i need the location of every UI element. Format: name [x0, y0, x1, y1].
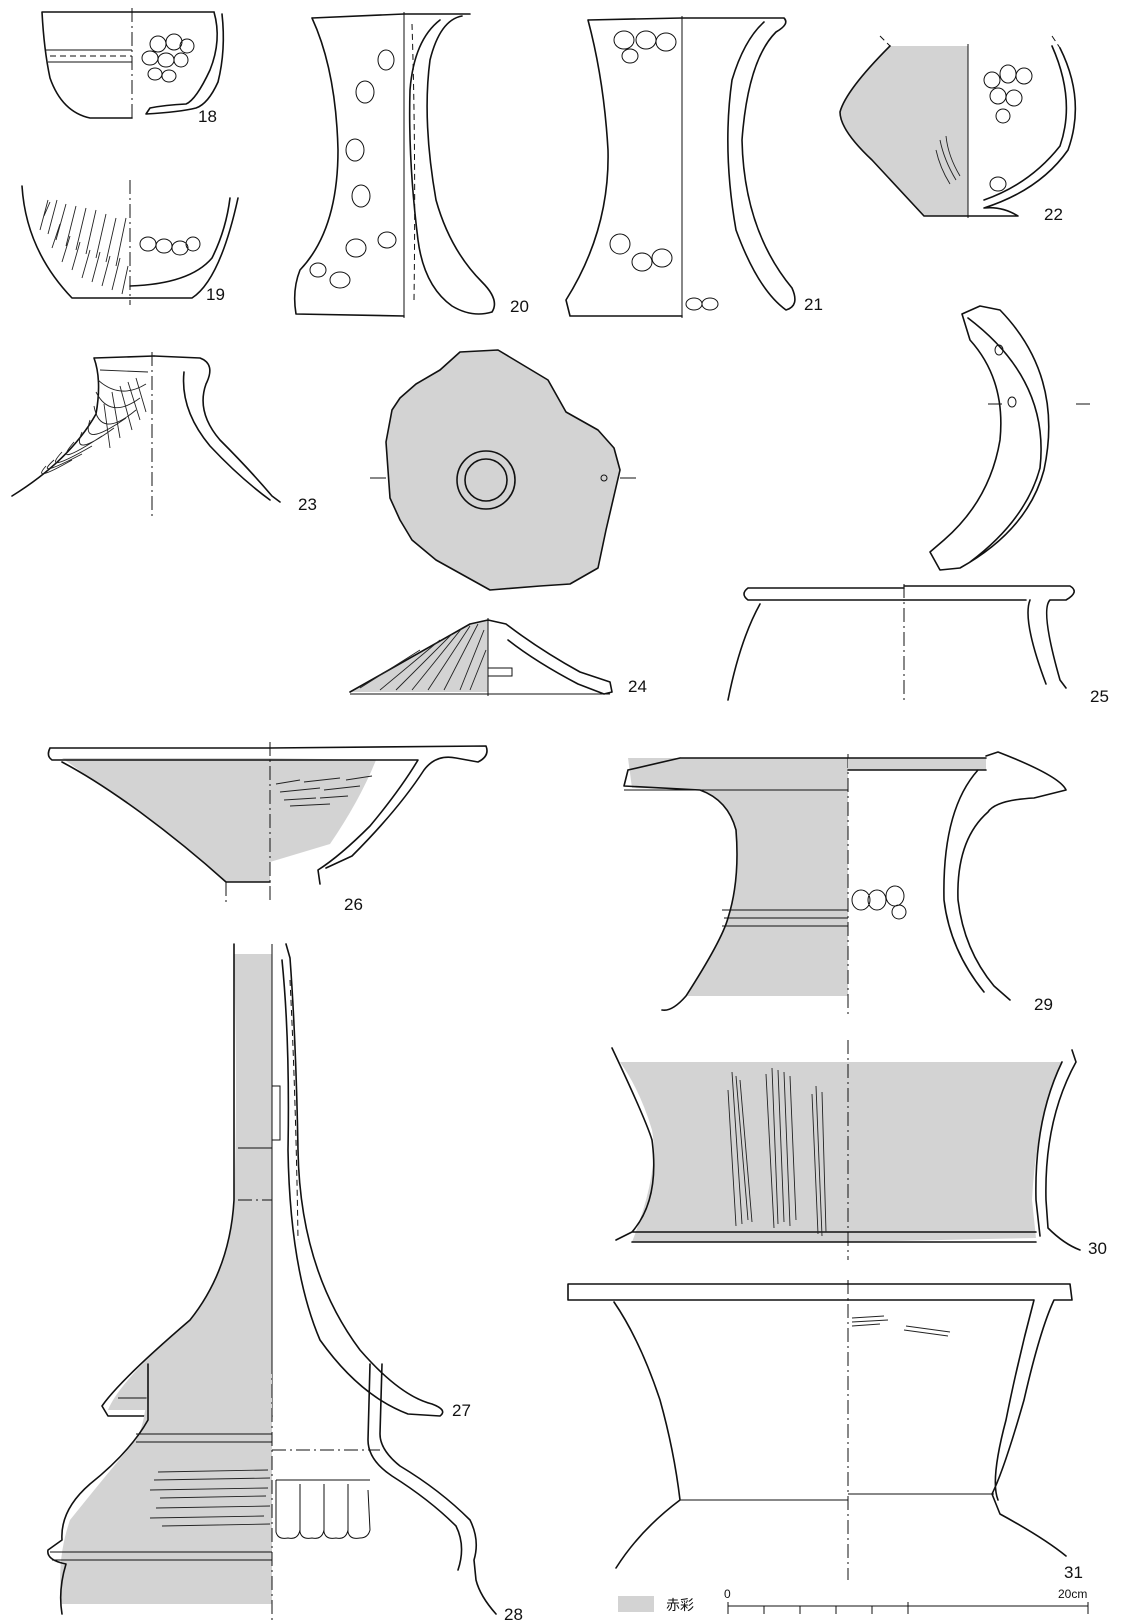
figure-number-29: 29: [1034, 995, 1053, 1014]
vessel-28: 28: [47, 1360, 523, 1620]
vessel-19: 19: [21, 180, 239, 305]
figure-number-30: 30: [1088, 1239, 1107, 1258]
red-paint-label: 赤彩: [666, 1598, 694, 1614]
vessel-26: 26: [47, 742, 488, 914]
figure-number-22: 22: [1044, 205, 1063, 224]
figure-number-24: 24: [628, 677, 647, 696]
vessel-27: 27: [101, 943, 471, 1420]
vessel-22: 22: [839, 35, 1077, 224]
figure-number-20: 20: [510, 297, 529, 316]
figure-number-21: 21: [804, 295, 823, 314]
legend: 赤彩: [618, 1596, 694, 1614]
figure-number-28: 28: [504, 1605, 523, 1620]
figure-number-26: 26: [344, 895, 363, 914]
figure-number-27: 27: [452, 1401, 471, 1420]
vessel-18: 18: [41, 8, 225, 126]
vessel-23: 23: [11, 352, 317, 518]
vessel-25: 25: [727, 305, 1109, 706]
vessel-30: 30: [611, 1040, 1107, 1260]
figure-number-19: 19: [206, 285, 225, 304]
figure-number-25: 25: [1090, 687, 1109, 706]
vessel-20: 20: [293, 12, 529, 318]
figure-number-31: 31: [1064, 1563, 1083, 1582]
scale-end-label: 20cm: [1058, 1587, 1087, 1601]
vessel-21: 21: [565, 16, 823, 318]
figure-number-18: 18: [198, 107, 217, 126]
red-paint-swatch: [618, 1596, 654, 1612]
vessel-31: 31: [567, 1280, 1083, 1582]
vessel-29: 29: [623, 751, 1067, 1016]
vessel-24: 24: [349, 349, 647, 696]
scale-bar: 0 20cm: [724, 1587, 1089, 1614]
scale-start-label: 0: [724, 1587, 731, 1601]
figure-number-23: 23: [298, 495, 317, 514]
